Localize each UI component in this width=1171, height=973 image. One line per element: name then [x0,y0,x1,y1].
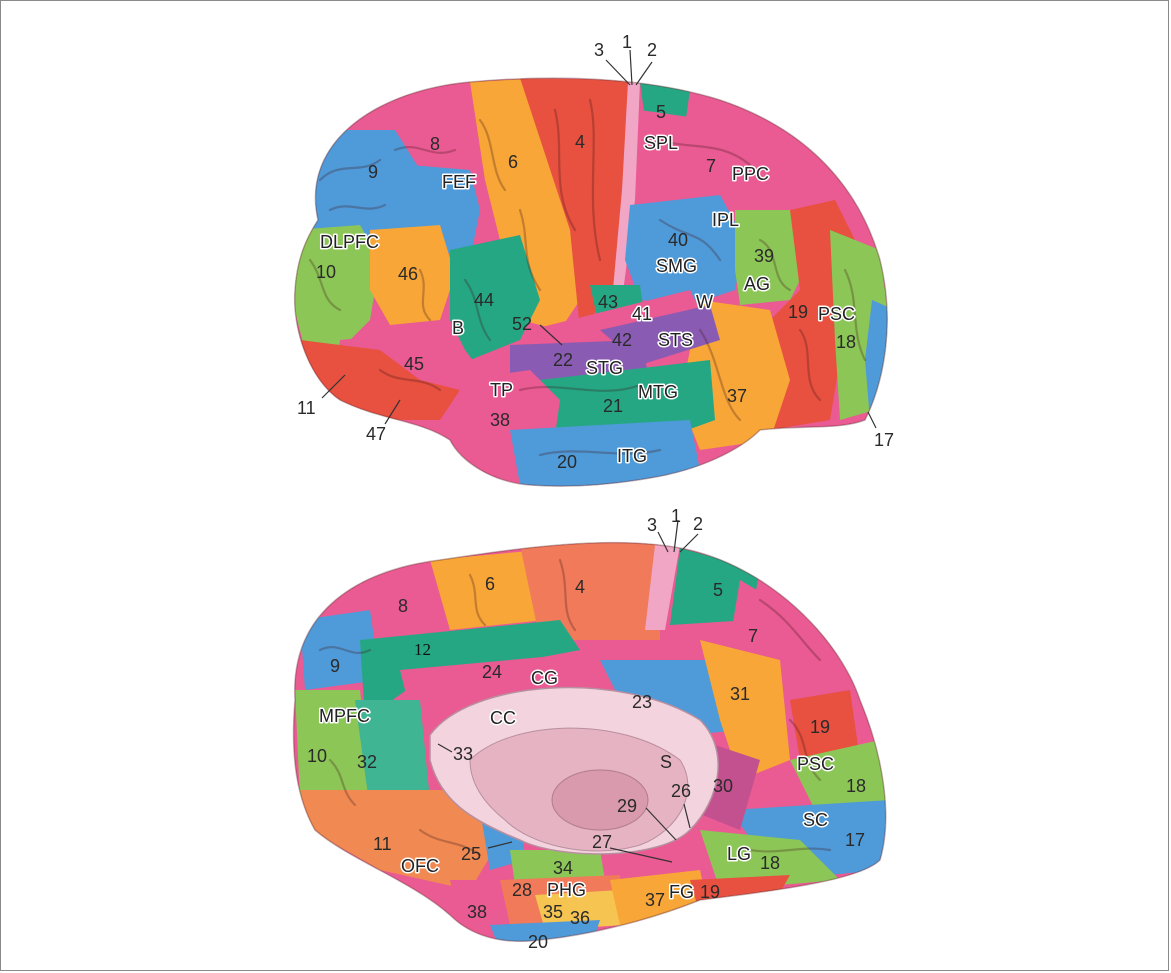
lat-label-10: 10 [316,262,336,282]
lat-label-psc: PSC [818,304,855,324]
med-label-mpfc: MPFC [319,706,370,726]
medial-regions [280,530,900,950]
med-label-cg: CG [531,668,558,688]
lat-label-dlpfc: DLPFC [320,232,379,252]
med-label-7: 7 [748,626,758,646]
med-label-5: 5 [713,580,723,600]
lat-label-w: W [696,292,713,312]
med-label-cc: CC [490,708,516,728]
med-label-38: 38 [467,902,487,922]
lat-label-b: B [452,318,464,338]
med-label-26: 26 [671,781,691,801]
lat-label-7: 7 [706,156,716,176]
med-label-18b: 18 [760,853,780,873]
med-label-19: 19 [810,717,830,737]
med-label-s: S [660,752,672,772]
lat-label-52: 52 [512,314,532,334]
lat-label-5: 5 [656,102,666,122]
lat-label-4: 4 [575,132,585,152]
lat-label-44: 44 [474,290,494,310]
lat-label-ppc: PPC [732,164,769,184]
lat-label-stg: STG [586,358,623,378]
med-label-25: 25 [461,844,481,864]
lat-label-45: 45 [404,354,424,374]
region-20 [510,420,700,488]
lat-label-3: 3 [594,40,604,60]
lat-label-37: 37 [727,386,747,406]
med-label-1: 1 [671,506,681,526]
lat-label-40: 40 [668,230,688,250]
med-label-8: 8 [398,596,408,616]
med-label-30: 30 [713,776,733,796]
lat-label-42: 42 [612,330,632,350]
med-label-ofc: OFC [401,856,439,876]
lat-label-22: 22 [553,350,573,370]
lat-label-39: 39 [754,246,774,266]
lateral-brain-view: 3 1 2 5 SPL 4 8 6 FEF 9 7 PPC IPL 40 SMG… [280,32,900,500]
lat-label-9: 9 [368,162,378,182]
lat-label-ag: AG [744,274,770,294]
med-label-29: 29 [617,796,637,816]
med-label-37: 37 [645,890,665,910]
med-label-11: 11 [373,834,392,854]
lat-label-11: 11 [297,398,316,418]
med-label-psc: PSC [797,754,834,774]
lat-label-17: 17 [874,430,894,450]
med-label-36: 36 [570,908,590,928]
lat-label-41: 41 [632,304,652,324]
medial-brain-view: 3 1 2 6 4 5 8 12 7 9 24 CG 23 31 MPFC CC… [280,506,900,952]
lat-label-43: 43 [598,292,618,312]
lat-label-ipl: IPL [712,210,739,230]
med-label-19b: 19 [700,882,720,902]
lat-label-mtg: MTG [638,382,678,402]
lat-label-1: 1 [622,32,632,52]
med-label-33: 33 [453,744,473,764]
med-label-23: 23 [632,692,652,712]
med-label-4: 4 [575,577,585,597]
med-label-31: 31 [730,684,750,704]
lat-label-sts: STS [658,330,693,350]
lat-label-38: 38 [490,410,510,430]
lat-label-47: 47 [366,424,386,444]
med-label-6: 6 [485,574,495,594]
med-label-3: 3 [647,515,657,535]
med-label-fg: FG [669,882,694,902]
med-label-32: 32 [357,752,377,772]
lat-label-18: 18 [836,332,856,352]
lat-label-21: 21 [603,396,623,416]
med-label-phg: PHG [547,880,586,900]
lat-label-46: 46 [398,264,418,284]
lat-label-20: 20 [557,452,577,472]
lat-label-spl: SPL [644,133,678,153]
med-label-18: 18 [846,776,866,796]
med-label-lg: LG [727,844,751,864]
med-label-17: 17 [845,830,865,850]
med-label-28: 28 [512,880,532,900]
med-label-2: 2 [693,514,703,534]
lat-label-2: 2 [647,40,657,60]
region-7 [640,110,830,215]
lat-label-itg: ITG [617,446,647,466]
med-label-12: 12 [414,640,431,659]
med-label-27: 27 [592,832,612,852]
med-label-sc: SC [803,810,828,830]
med-label-20: 20 [528,932,548,952]
lat-label-tp: TP [490,380,513,400]
lat-label-6: 6 [508,152,518,172]
lat-label-smg: SMG [656,256,697,276]
lat-label-fef: FEF [442,172,476,192]
med-label-24: 24 [482,662,502,682]
lat-label-8: 8 [430,134,440,154]
med-label-9: 9 [330,656,340,676]
med-label-10: 10 [307,746,327,766]
med-label-35: 35 [543,902,563,922]
med-label-34: 34 [553,858,573,878]
lat-label-19: 19 [788,302,808,322]
